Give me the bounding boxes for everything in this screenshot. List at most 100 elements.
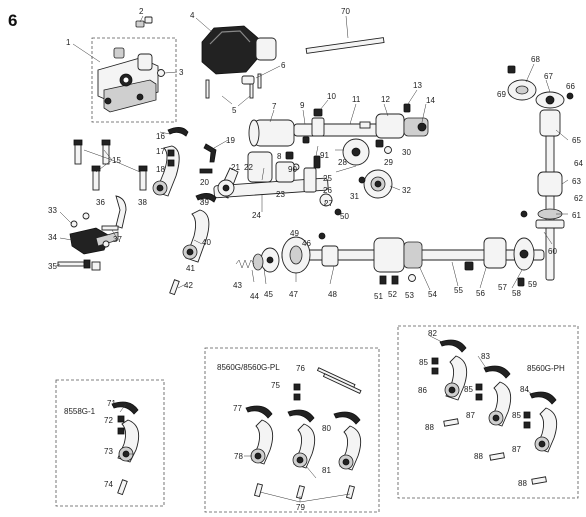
loopers-8560g-ph — [431, 339, 558, 453]
label-65: 65 — [572, 136, 581, 145]
label-34: 34 — [48, 233, 57, 242]
label-12: 12 — [381, 95, 390, 104]
label-21: 21 — [231, 163, 240, 172]
label-48: 48 — [328, 290, 337, 299]
label-88-c: 88 — [518, 479, 527, 488]
label-58: 58 — [512, 289, 521, 298]
label-67: 67 — [544, 72, 553, 81]
label-83: 83 — [481, 352, 490, 361]
label-33: 33 — [48, 206, 57, 215]
label-8: 8 — [277, 152, 282, 161]
variant-8560g-pl-box — [204, 347, 380, 513]
label-88-b: 88 — [474, 452, 483, 461]
variant-8560g-ph-box — [397, 325, 579, 499]
label-4: 4 — [190, 11, 195, 20]
label-69: 69 — [497, 90, 506, 99]
label-62: 62 — [574, 194, 583, 203]
screw-69 — [507, 65, 516, 74]
label-85-b: 85 — [464, 385, 473, 394]
screws-51-53 — [379, 274, 416, 285]
label-66: 66 — [566, 82, 575, 91]
looper-holder-39-40 — [182, 193, 217, 263]
coupling-45-47 — [252, 247, 280, 273]
lever-assembly — [213, 151, 342, 216]
gear-68-69 — [507, 79, 537, 101]
label-22: 22 — [244, 163, 253, 172]
label-84: 84 — [520, 385, 529, 394]
label-44: 44 — [250, 292, 259, 301]
label-11: 11 — [352, 95, 361, 104]
label-81: 81 — [322, 466, 331, 475]
label-78: 78 — [234, 452, 243, 461]
label-82: 82 — [428, 329, 437, 338]
label-56: 56 — [476, 289, 485, 298]
label-77: 77 — [233, 404, 242, 413]
variant-8558g1-box — [55, 379, 165, 507]
label-64: 64 — [574, 159, 583, 168]
label-23: 23 — [276, 190, 285, 199]
screw-46 — [318, 232, 326, 240]
housing-4 — [201, 25, 277, 75]
label-35: 35 — [48, 262, 57, 271]
screw-8 — [285, 151, 294, 160]
label-20: 20 — [200, 178, 209, 187]
label-41: 41 — [186, 264, 195, 273]
label-40: 40 — [202, 238, 211, 247]
label-79: 79 — [296, 503, 305, 512]
label-72: 72 — [104, 416, 113, 425]
screw-66 — [566, 92, 574, 100]
spring-43 — [235, 259, 255, 269]
label-91: 91 — [320, 151, 329, 160]
screw-13 — [403, 103, 411, 113]
eccentric-32 — [363, 169, 393, 199]
screw-61 — [520, 210, 528, 218]
label-1: 1 — [66, 38, 71, 47]
screw-29 — [375, 139, 384, 148]
label-60: 60 — [548, 247, 557, 256]
bushing-6 — [241, 75, 255, 85]
variant-8560g-pl-label: 8560G/8560G-PL — [217, 363, 280, 372]
label-37: 37 — [113, 235, 122, 244]
label-51: 51 — [374, 292, 383, 301]
label-32: 32 — [402, 186, 411, 195]
label-9: 9 — [300, 101, 305, 110]
label-76: 76 — [296, 364, 305, 373]
label-80: 80 — [322, 424, 331, 433]
label-68: 68 — [531, 55, 540, 64]
lower-shaft-assembly — [281, 236, 545, 274]
pin-74 — [117, 479, 128, 496]
screws-76 — [316, 367, 362, 394]
pin-91 — [313, 155, 321, 169]
assembly-1-drawing — [97, 47, 159, 113]
screw-58 — [517, 277, 525, 287]
label-15: 15 — [112, 156, 121, 165]
screw-18 — [167, 159, 175, 167]
label-61: 61 — [572, 211, 581, 220]
label-53: 53 — [405, 291, 414, 300]
label-36: 36 — [96, 198, 105, 207]
label-29: 29 — [384, 158, 393, 167]
label-75: 75 — [271, 381, 280, 390]
label-18: 18 — [156, 165, 165, 174]
label-63: 63 — [572, 177, 581, 186]
label-10: 10 — [327, 92, 336, 101]
variant-8560g-ph-label: 8560G-PH — [527, 364, 565, 373]
bracket-34 — [69, 212, 119, 255]
page-number: 6 — [8, 11, 17, 30]
label-86: 86 — [418, 386, 427, 395]
label-16: 16 — [156, 132, 165, 141]
label-52: 52 — [388, 290, 397, 299]
screw-31 — [358, 176, 366, 184]
screw-56 — [464, 261, 474, 271]
shaft-37 — [101, 225, 119, 231]
part-number-labels: 1 2 3 4 5 6 7 8 9 10 11 12 13 14 15 16 1… — [48, 7, 583, 512]
label-85-c: 85 — [512, 411, 521, 420]
label-47: 47 — [289, 290, 298, 299]
label-28: 28 — [338, 158, 347, 167]
screw-20 — [199, 168, 213, 174]
bolts-15 — [73, 139, 148, 191]
label-90: 90 — [288, 165, 297, 174]
upper-shaft-assembly — [248, 113, 429, 147]
washer-3 — [157, 69, 165, 77]
label-30: 30 — [402, 148, 411, 157]
